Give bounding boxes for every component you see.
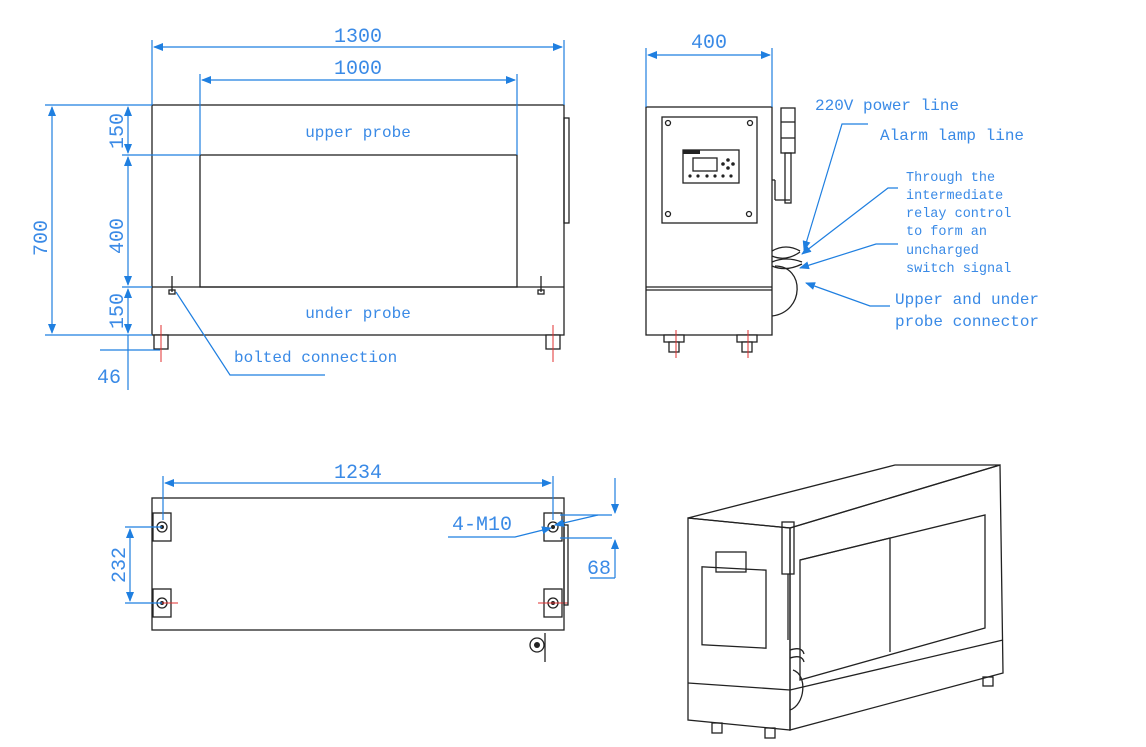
- bolt-pins: [168, 276, 545, 295]
- dim-lower: 150: [107, 293, 130, 329]
- dim-inner-width: 1000: [334, 58, 382, 81]
- dim-opening: 400: [107, 218, 130, 254]
- label-upper-probe: upper probe: [305, 124, 411, 142]
- svg-text:to form an: to form an: [906, 225, 987, 240]
- dim-depth: 400: [691, 32, 727, 55]
- isometric-view: [687, 464, 1004, 739]
- control-panel: [661, 116, 758, 224]
- dim-upper: 150: [107, 113, 130, 149]
- dim-foot: 46: [97, 367, 121, 390]
- feet: [153, 325, 561, 362]
- svg-text:intermediate: intermediate: [906, 189, 1003, 204]
- svg-text:uncharged: uncharged: [906, 244, 979, 259]
- label-connector-1: Upper and under: [895, 291, 1039, 309]
- mount-holes: [146, 512, 568, 618]
- label-connector-2: probe connector: [895, 313, 1039, 331]
- label-bolted: bolted connection: [234, 349, 397, 367]
- dim-edge: 68: [587, 558, 611, 581]
- display: [682, 149, 740, 184]
- front-view: 1300 1000 upper probe under probe 700 15…: [31, 26, 570, 390]
- label-alarm: Alarm lamp line: [880, 127, 1024, 145]
- svg-text:relay control: relay control: [906, 207, 1011, 222]
- label-power: 220V power line: [815, 97, 959, 115]
- dim-total-width: 1300: [334, 26, 382, 49]
- label-bolts: 4-M10: [452, 514, 512, 537]
- alarm-lamp-icon: [772, 107, 796, 204]
- bottom-view: 1234 232 68 4-M10: [109, 462, 619, 662]
- side-view: 400 220V power line Alarm lamp line Thro…: [645, 32, 1039, 358]
- svg-text:Through the: Through the: [906, 171, 995, 186]
- label-relay: Through the intermediate relay control t…: [906, 171, 1011, 277]
- dim-hole-spacing: 1234: [334, 462, 382, 485]
- svg-text:switch signal: switch signal: [906, 262, 1011, 277]
- dim-hole-depth: 232: [109, 547, 132, 583]
- label-under-probe: under probe: [305, 305, 411, 323]
- dim-total-height: 700: [31, 220, 54, 256]
